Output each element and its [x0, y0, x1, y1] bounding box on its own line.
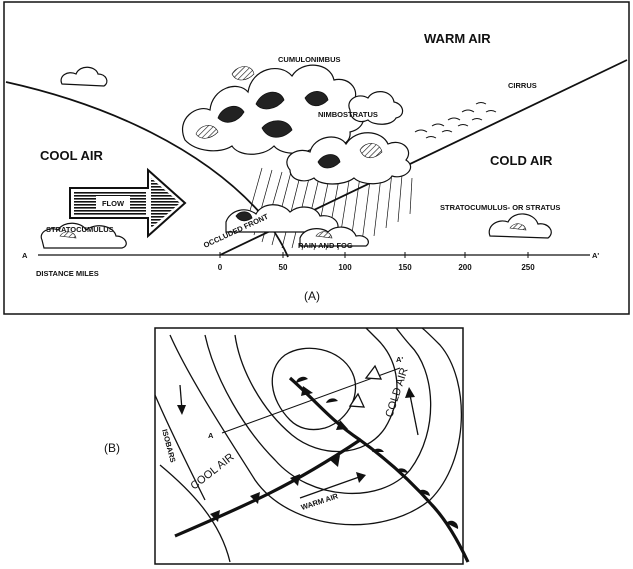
- cool-air-flow-arrow: [177, 384, 186, 415]
- cool-air-frontal-boundary: [5, 81, 289, 258]
- panel-a: FLOW 0 50 100 150 200 250 COOL AIR WARM …: [3, 1, 630, 315]
- cool-air-label-b: COOL AIR: [188, 451, 236, 492]
- isobar-lines: [154, 327, 462, 563]
- distance-tick-label: 150: [398, 263, 412, 272]
- point-a-prime-label-b: A': [396, 355, 403, 364]
- distance-axis-ticks: [219, 252, 529, 258]
- nimbostratus-label: NIMBOSTRATUS: [318, 110, 378, 119]
- open-triangle-marker: [348, 392, 366, 408]
- isobars-label: ISOBARS: [160, 428, 178, 463]
- cold-air-label-b: COLD AIR: [383, 366, 410, 419]
- cumulonimbus-cloud: [182, 64, 365, 155]
- warm-air-label: WARM AIR: [424, 31, 491, 46]
- warm-air-flow-arrow: [299, 472, 366, 499]
- warm-air-label-b: WARM AIR: [300, 491, 340, 512]
- distance-tick-label: 50: [279, 263, 288, 272]
- flow-label: FLOW: [102, 199, 125, 208]
- open-triangle-marker: [364, 364, 383, 380]
- nimbostratus-cloud: [286, 91, 412, 185]
- warm-front-symbols: [296, 376, 459, 529]
- low-frontal-cloud: [225, 204, 369, 247]
- stratocumulus-or-stratus-cloud: [488, 213, 552, 239]
- panel-b-caption: (B): [104, 441, 120, 455]
- point-a-prime-label: A': [592, 251, 599, 260]
- cirrus-cloud: [414, 102, 497, 139]
- panel-b-frame: [154, 327, 464, 565]
- distance-tick-label: 100: [338, 263, 352, 272]
- cirrus-label: CIRRUS: [508, 81, 537, 90]
- distance-miles-label: DISTANCE MILES: [36, 269, 99, 278]
- panel-b: ISOBARS COOL AIR WARM AIR COLD AIR A A' …: [104, 327, 470, 565]
- panel-a-frame: [3, 1, 630, 315]
- cool-air-label: COOL AIR: [40, 148, 103, 163]
- point-a-label: A: [22, 251, 28, 260]
- distance-tick-label: 0: [218, 263, 223, 272]
- rain-and-fog-label: RAIN AND FOG: [298, 241, 353, 250]
- panel-a-caption: (A): [304, 289, 320, 303]
- stratocumulus-label: STRATOCUMULUS: [46, 225, 114, 234]
- flow-arrow: FLOW: [69, 167, 187, 239]
- occluded-front-line: [288, 376, 470, 563]
- point-a-label-b: A: [208, 431, 214, 440]
- cold-air-flow-arrow: [405, 387, 419, 436]
- stratocumulus-cloud: [40, 222, 127, 249]
- stratocumulus-or-stratus-label: STRATOCUMULUS- OR STRATUS: [440, 203, 560, 212]
- cold-front-symbols: [210, 386, 348, 522]
- distance-tick-label: 250: [521, 263, 535, 272]
- cumulonimbus-label: CUMULONIMBUS: [278, 55, 341, 64]
- distance-tick-label: 200: [458, 263, 472, 272]
- cold-front-line: [174, 438, 361, 538]
- small-cumulus-cloud: [60, 66, 108, 87]
- cold-air-label: COLD AIR: [490, 153, 553, 168]
